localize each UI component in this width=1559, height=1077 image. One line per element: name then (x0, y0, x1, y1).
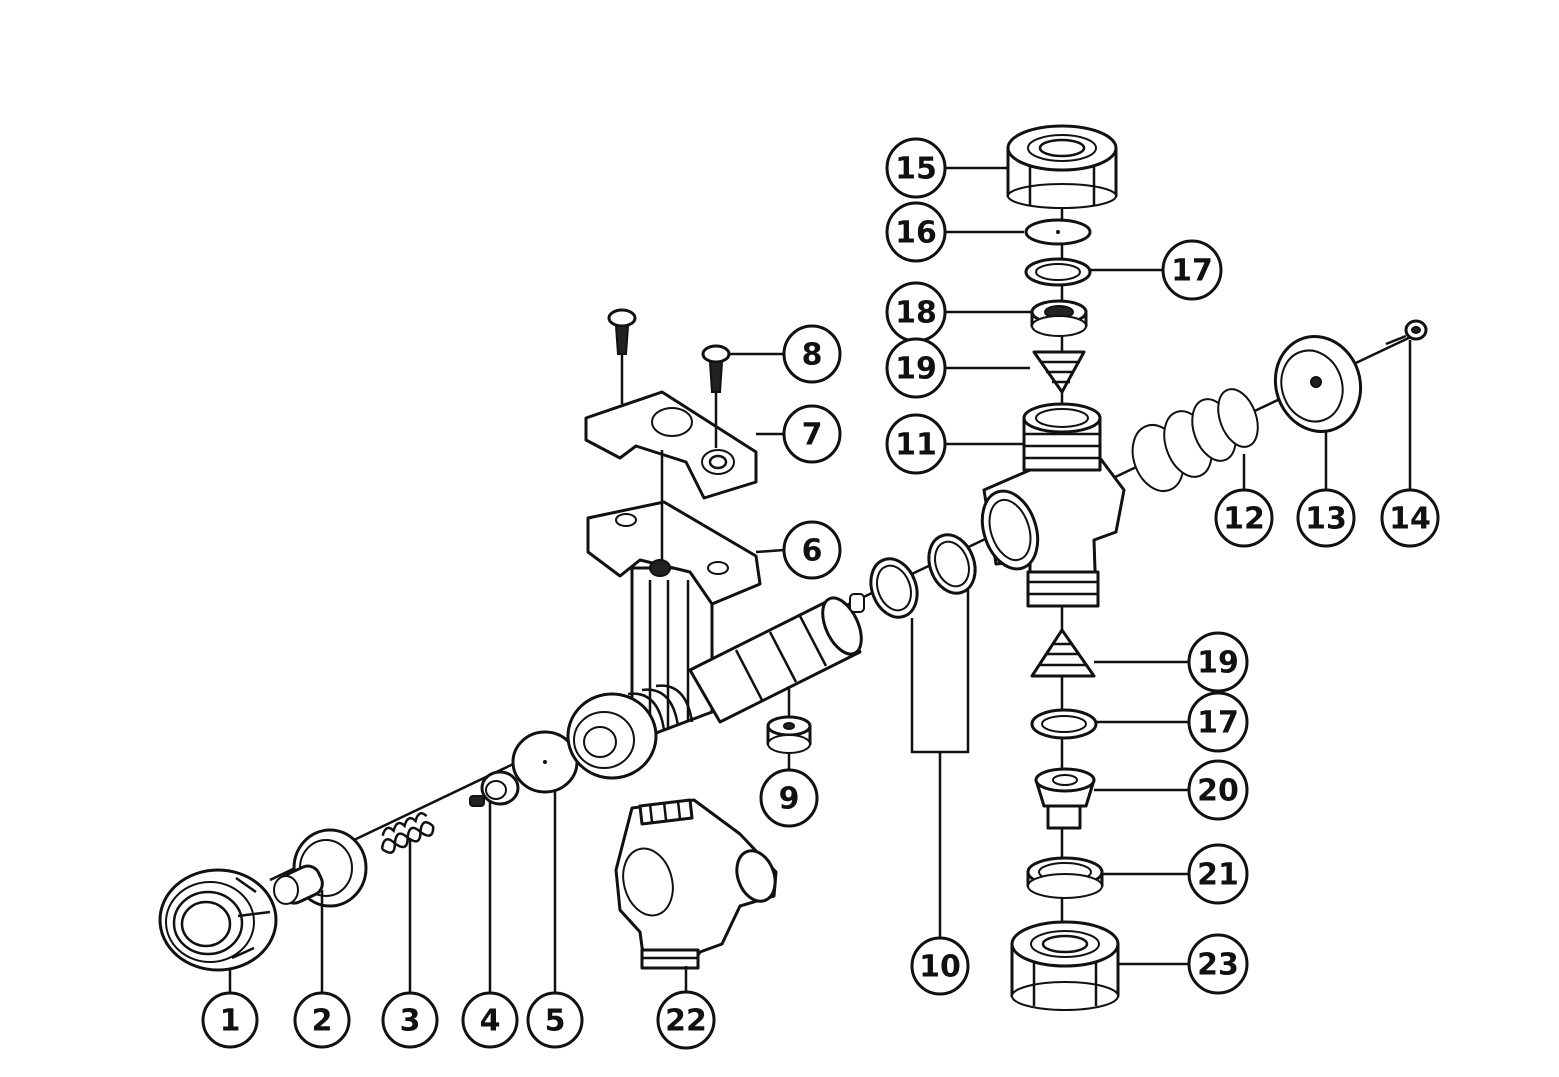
part-13-dome-cap (1273, 335, 1363, 433)
callout-12: 12 (1214, 488, 1274, 548)
part-10-o-rings (869, 533, 977, 938)
part-9-bushing (766, 686, 812, 754)
callout-21: 21 (1187, 843, 1249, 905)
part-20-nozzle-nut (1034, 767, 1096, 830)
part-14-screw (1385, 319, 1428, 346)
callout-14-label: 14 (1389, 502, 1431, 537)
part-8-screws (607, 308, 731, 560)
callout-16: 16 (885, 201, 947, 263)
callout-10-label: 10 (919, 950, 961, 985)
part-17-ring-top (1024, 257, 1092, 287)
callout-23: 23 (1187, 933, 1249, 995)
callout-20: 20 (1187, 759, 1249, 821)
part-18-seal (1030, 299, 1088, 337)
callout-18-label: 18 (895, 296, 937, 331)
part-7-upper-clamp (584, 390, 758, 500)
callout-15-label: 15 (895, 152, 937, 187)
callout-7: 7 (782, 404, 842, 464)
callout-13: 13 (1296, 488, 1356, 548)
callout-21-label: 21 (1197, 858, 1239, 893)
callout-17-top-label: 17 (1171, 254, 1213, 289)
callout-16-label: 16 (895, 216, 937, 251)
callout-7-label: 7 (802, 418, 823, 453)
part-22-cross-body-alt (614, 798, 778, 970)
callout-8-label: 8 (802, 338, 823, 373)
callout-8: 8 (782, 324, 842, 384)
callout-2-label: 2 (312, 1004, 333, 1039)
callout-13-label: 13 (1305, 502, 1347, 537)
part-11-cross-body (980, 402, 1126, 608)
callout-3: 3 (381, 991, 439, 1049)
callout-6-label: 6 (802, 534, 823, 569)
callout-17-bottom-label: 17 (1197, 706, 1239, 741)
callout-6: 6 (782, 520, 842, 580)
callout-2: 2 (293, 991, 351, 1049)
callout-19-bottom: 19 (1187, 631, 1249, 693)
callout-5: 5 (526, 991, 584, 1049)
callout-23-label: 23 (1197, 948, 1239, 983)
part-19-cone-bottom (1030, 628, 1096, 678)
part-23-bottom-nut (1010, 920, 1120, 1011)
part-21-ring (1026, 856, 1104, 899)
part-16-washer (1024, 218, 1092, 246)
callout-18: 18 (885, 281, 947, 343)
callout-20-label: 20 (1197, 774, 1239, 809)
part-1-end-cap (158, 868, 278, 972)
callout-3-label: 3 (400, 1004, 421, 1039)
callout-17-bottom: 17 (1187, 691, 1249, 753)
callout-11: 11 (885, 413, 947, 475)
part-12-spring (1131, 388, 1259, 492)
part-15-top-nut (1006, 124, 1118, 209)
part-3-spring (380, 812, 435, 854)
callout-12-label: 12 (1223, 502, 1265, 537)
callout-1-label: 1 (220, 1004, 241, 1039)
main-body-housing (566, 566, 865, 780)
part-2-piston (273, 828, 368, 908)
callout-19-top-label: 19 (895, 352, 937, 387)
callout-22: 22 (656, 990, 716, 1050)
part-17-ring-bottom (1030, 708, 1098, 740)
part-6-lower-clamp (586, 500, 762, 606)
callout-19-top: 19 (885, 337, 947, 399)
callout-5-label: 5 (545, 1004, 566, 1039)
callout-9: 9 (759, 768, 819, 828)
callout-1: 1 (201, 991, 259, 1049)
part-19-cone-top (1032, 350, 1086, 394)
part-4-valve (469, 770, 520, 807)
callout-22-label: 22 (665, 1004, 707, 1039)
callout-17-top: 17 (1161, 239, 1223, 301)
leader-lines (228, 166, 1412, 994)
callout-19-bottom-label: 19 (1197, 646, 1239, 681)
callout-4-label: 4 (480, 1004, 501, 1039)
callout-11-label: 11 (895, 428, 937, 463)
callout-15: 15 (885, 137, 947, 199)
callout-9-label: 9 (779, 782, 800, 817)
callout-10: 10 (910, 936, 970, 996)
callout-4: 4 (461, 991, 519, 1049)
callout-14: 14 (1380, 488, 1440, 548)
